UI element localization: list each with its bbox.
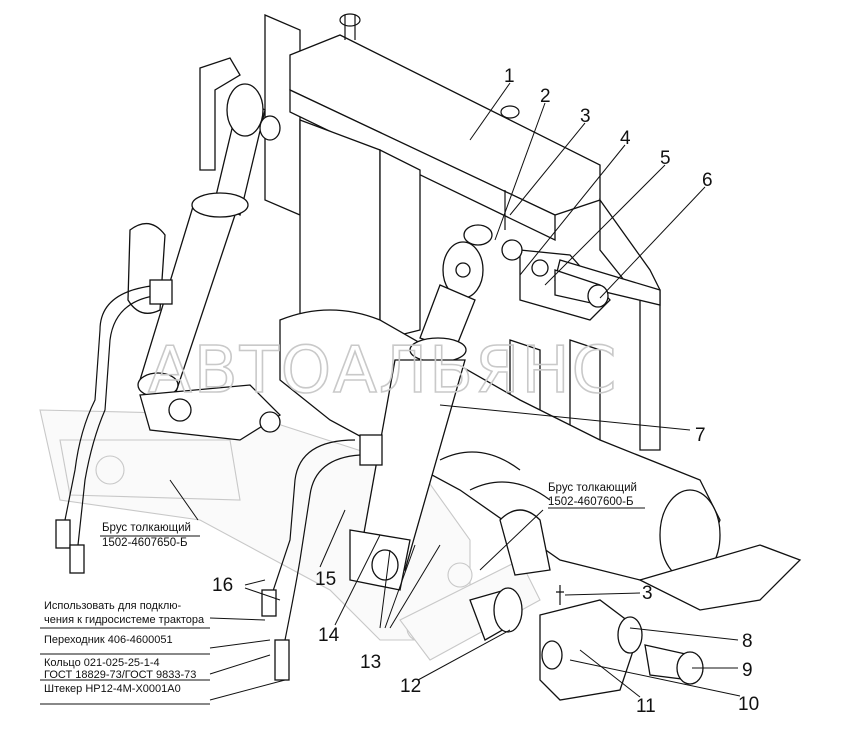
- callout-10: 10: [738, 694, 759, 715]
- brus-right-code: 1502-4607600-Б: [548, 496, 634, 508]
- note-item-gost: ГОСТ 18829-73/ГОСТ 9833-73: [44, 669, 196, 681]
- callout-7: 7: [695, 425, 706, 446]
- hoses: [55, 279, 383, 681]
- callout-3: 3: [580, 106, 591, 127]
- hydraulic-cylinder-left: [127, 83, 282, 441]
- callout-16: 16: [212, 575, 233, 596]
- callout-8: 8: [742, 631, 753, 652]
- note-item-ring: Кольцо 021-025-25-1-4: [44, 657, 160, 669]
- callout-12: 12: [400, 676, 421, 697]
- note-header-2: чения к гидросистеме трактора: [44, 614, 205, 626]
- brus-left-title: Брус толкающий: [102, 522, 191, 534]
- callout-13: 13: [360, 652, 381, 673]
- note-header-1: Использовать для подклю-: [44, 600, 182, 612]
- pusher-blade: [279, 309, 802, 611]
- callout-4: 4: [620, 128, 631, 149]
- brus-left-code: 1502-4607650-Б: [102, 537, 188, 549]
- leader-lines: [100, 82, 741, 701]
- note-dividers: [40, 627, 210, 705]
- callout-1: 1: [504, 66, 515, 87]
- beam-labels: Брус толкающий 1502-4607600-Б Брус толка…: [102, 482, 637, 549]
- callout-3b: 3: [642, 583, 653, 604]
- callout-6: 6: [702, 170, 713, 191]
- pin-parts-upper: [463, 190, 609, 308]
- callout-11: 11: [636, 696, 656, 717]
- usage-note: Использовать для подклю- чения к гидроси…: [40, 600, 210, 705]
- callout-14: 14: [318, 625, 340, 646]
- callout-5: 5: [660, 148, 671, 169]
- callout-15: 15: [315, 569, 336, 590]
- callout-2: 2: [540, 86, 551, 107]
- note-item-adapter: Переходник 406-4600051: [44, 634, 173, 646]
- watermark-text: АВТОАЛЬЯНС: [148, 334, 618, 408]
- brus-right-title: Брус толкающий: [548, 482, 637, 494]
- hydraulic-cylinder-right: [349, 241, 484, 591]
- exploded-parts: [469, 509, 704, 701]
- note-item-plug: Штекер НР12-4М-Х0001А0: [44, 683, 181, 695]
- callout-numbers: 1 2 3 4 5 6 7 3 8 9 10 11 12 13 14 15 16: [212, 66, 759, 717]
- callout-9: 9: [742, 660, 753, 681]
